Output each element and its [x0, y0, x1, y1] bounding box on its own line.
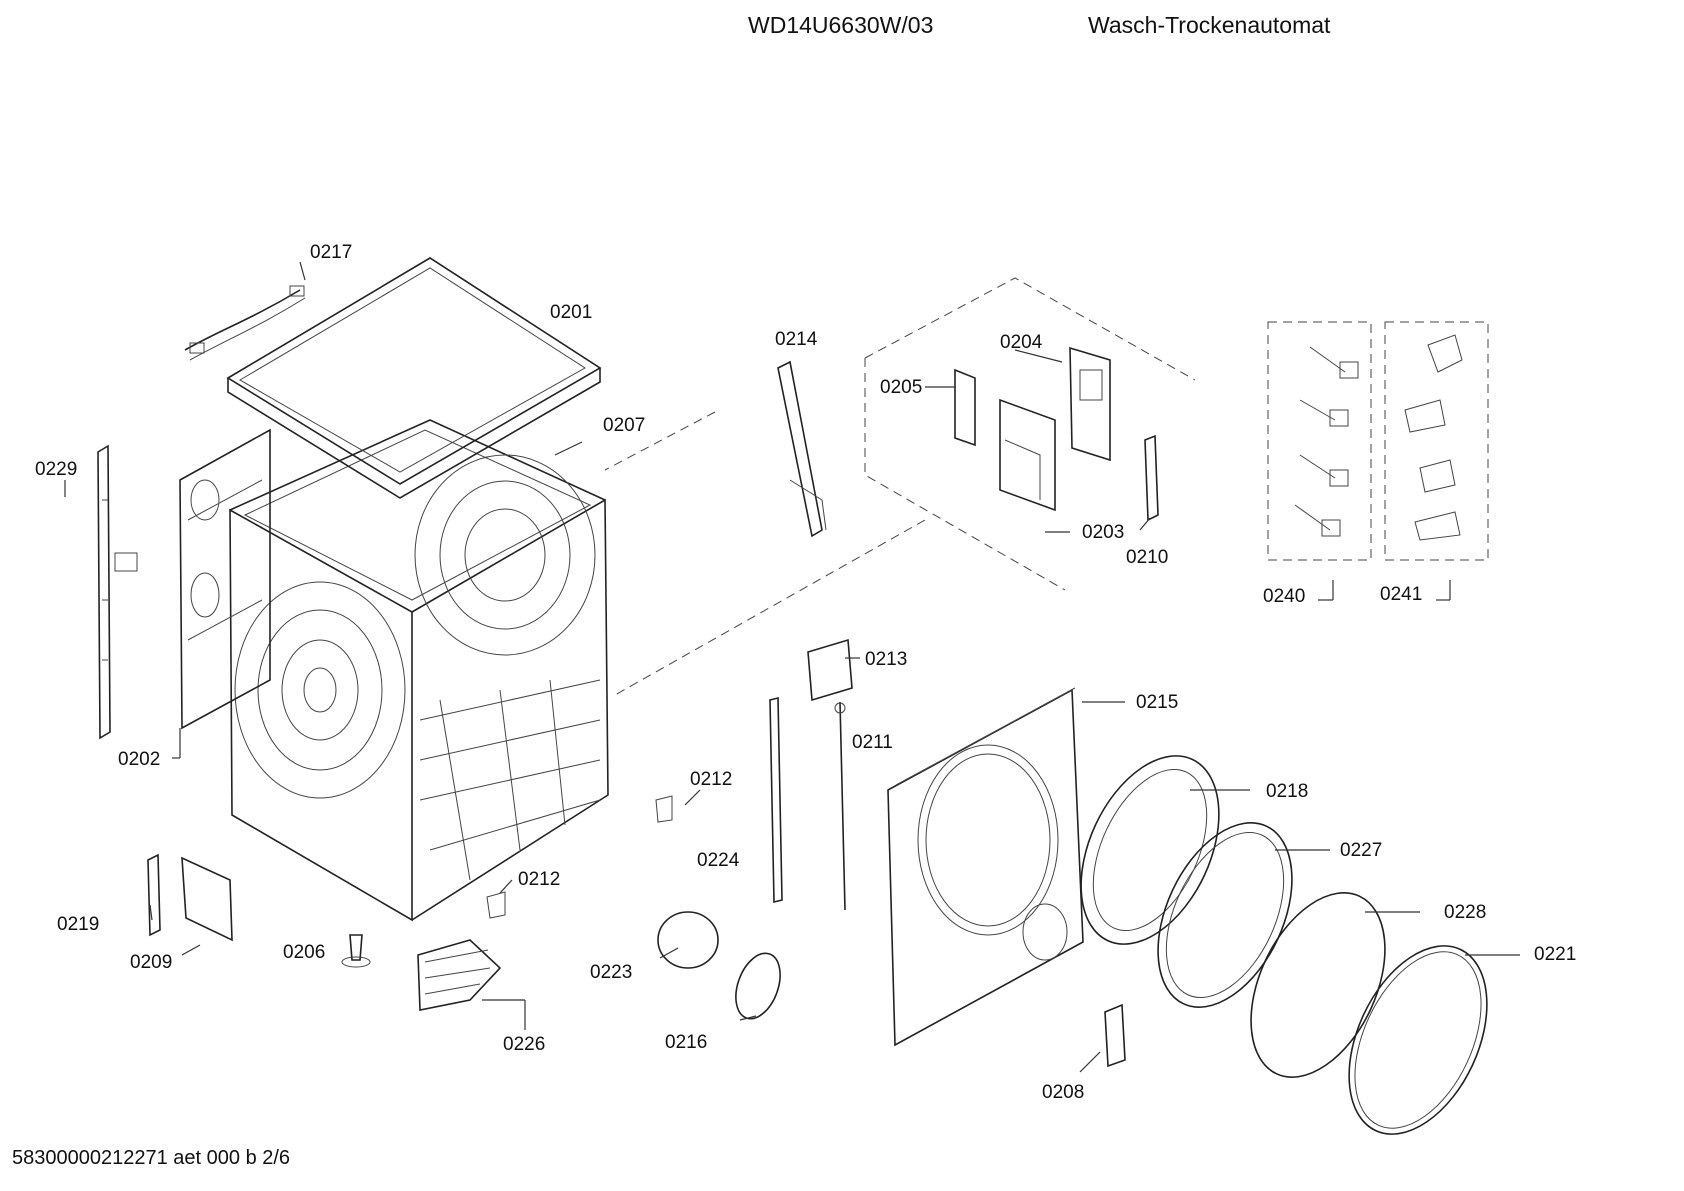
part-label-0203: 0203: [1082, 522, 1124, 543]
part-label-0224: 0224: [697, 850, 740, 871]
door-rings: [1080, 755, 1488, 1135]
part-label-0211: 0211: [852, 732, 893, 753]
control-module-group: [604, 277, 1196, 696]
part-label-0205: 0205: [880, 377, 922, 398]
connector-and-cable: [807, 638, 853, 911]
cabinet-housing: [229, 419, 609, 922]
part-label-0212-lower: 0212: [518, 869, 560, 890]
part-label-0214: 0214: [775, 329, 818, 350]
side-panel: [179, 428, 271, 730]
part-label-0207: 0207: [603, 415, 645, 436]
part-label-0202: 0202: [118, 749, 160, 770]
part-label-0208: 0208: [1042, 1082, 1084, 1103]
model-number: WD14U6630W/03: [748, 12, 934, 38]
front-panel: [887, 687, 1084, 1047]
part-label-0219: 0219: [57, 914, 99, 935]
part-label-0218: 0218: [1266, 781, 1308, 802]
front-strip: [777, 360, 827, 538]
part-label-0209: 0209: [130, 952, 172, 973]
part-label-0240: 0240: [1263, 586, 1305, 607]
leader-lines: [64, 261, 1520, 1073]
part-label-0204: 0204: [1000, 332, 1043, 353]
part-labels: 0217 0201 0214 0207 0229 0202 0204 0205 …: [35, 242, 1576, 1103]
document-id: 58300000212271 aet 000 b 2/6: [12, 1147, 291, 1169]
side-rail: [97, 444, 138, 740]
small-parts-lower: [147, 853, 1126, 1068]
part-label-0212-upper: 0212: [690, 769, 732, 790]
part-label-0241: 0241: [1380, 584, 1422, 605]
wiring-harness: [184, 285, 306, 361]
part-label-0213: 0213: [865, 649, 907, 670]
part-label-0227: 0227: [1340, 840, 1382, 861]
part-label-0206: 0206: [283, 942, 325, 963]
top-cover: [226, 257, 602, 499]
part-label-0221: 0221: [1534, 944, 1576, 965]
appliance-title: Wasch-Trockenautomat: [1088, 12, 1331, 38]
screw-kit-boxes: [1267, 321, 1489, 561]
part-label-0215: 0215: [1136, 692, 1178, 713]
part-label-0223: 0223: [590, 962, 632, 983]
part-label-0201: 0201: [550, 302, 592, 323]
part-label-0226: 0226: [503, 1034, 545, 1055]
part-label-0228: 0228: [1444, 902, 1486, 923]
part-label-0229: 0229: [35, 459, 77, 480]
part-label-0210: 0210: [1126, 547, 1168, 568]
part-label-0216: 0216: [665, 1032, 707, 1053]
front-rail: [486, 696, 783, 919]
part-label-0217: 0217: [310, 242, 352, 263]
